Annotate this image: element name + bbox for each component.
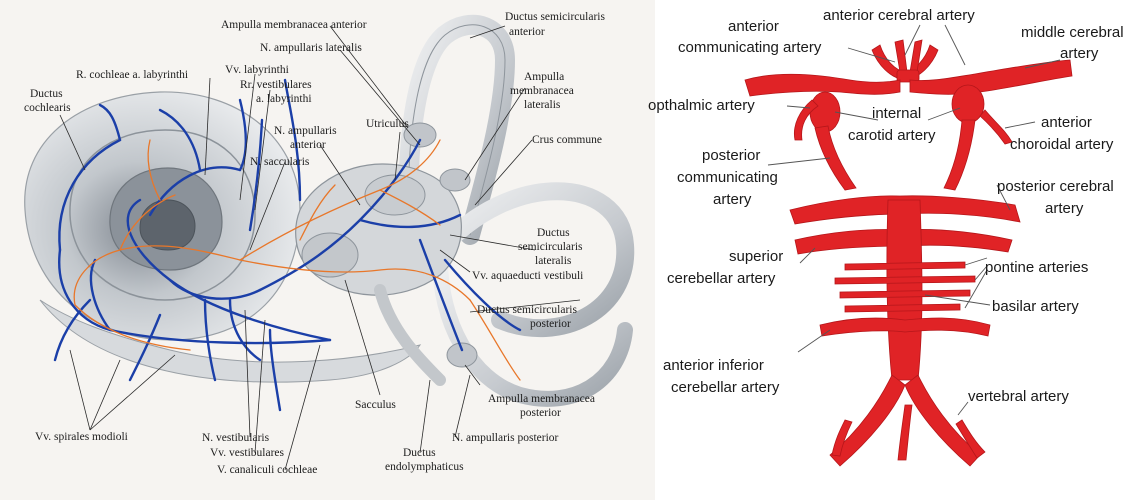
label-posterior-communicating-artery-3: artery bbox=[713, 191, 752, 208]
label-n-ampullaris-posterior: N. ampullaris posterior bbox=[452, 432, 559, 444]
label-ampulla-lateralis-3: lateralis bbox=[524, 99, 561, 111]
label-crus-commune: Crus commune bbox=[532, 134, 602, 146]
label-anterior-choroidal-artery: anterior bbox=[1041, 114, 1092, 131]
label-ductus-semic-lateralis: Ductus bbox=[537, 227, 570, 239]
posterior-ampulla bbox=[446, 342, 478, 368]
artery-network bbox=[73, 139, 521, 381]
artery-shapes bbox=[744, 39, 1073, 467]
label-ductus-semic-lateralis-3: lateralis bbox=[535, 255, 572, 267]
label-n-ampullaris-anterior: N. ampullaris bbox=[274, 125, 337, 137]
label-posterior-cerebral-artery: posterior cerebral bbox=[997, 178, 1114, 195]
label-ampulla-lateralis-2: membranacea bbox=[510, 85, 574, 97]
label-sacculus: Sacculus bbox=[355, 399, 396, 411]
label-anterior-cerebral-artery: anterior cerebral artery bbox=[823, 7, 975, 24]
label-anterior-inferior-cerebellar-artery: anterior inferior bbox=[663, 357, 764, 374]
label-ductus-endolymph-2: endolymphaticus bbox=[385, 461, 464, 473]
label-posterior-communicating-artery: posterior bbox=[702, 147, 760, 164]
label-pontine-arteries: pontine arteries bbox=[985, 259, 1088, 276]
label-r-cochleae: R. cochleae a. labyrinthi bbox=[76, 69, 188, 81]
label-ampulla-posterior: Ampulla membranacea bbox=[488, 393, 595, 405]
label-anterior-communicating-artery: anterior bbox=[728, 18, 779, 35]
inner-ear-illustration: Ampulla membranacea anterior Ductus semi… bbox=[0, 0, 655, 500]
label-ampulla-posterior-2: posterior bbox=[520, 407, 561, 419]
label-internal-carotid-artery: internal bbox=[872, 105, 921, 122]
label-ampulla-lateralis: Ampulla bbox=[524, 71, 564, 83]
label-internal-carotid-artery-2: carotid artery bbox=[848, 127, 936, 144]
label-superior-cerebellar-artery-2: cerebellar artery bbox=[667, 270, 776, 287]
label-ampulla-membranacea-anterior: Ampulla membranacea anterior bbox=[221, 19, 367, 31]
endolymphatic-duct bbox=[374, 284, 446, 386]
label-vv-aquaeducti: Vv. aquaeducti vestibuli bbox=[472, 270, 583, 282]
label-anterior-choroidal-artery-2: choroidal artery bbox=[1010, 136, 1114, 153]
label-n-saccularis: N. saccularis bbox=[250, 156, 310, 168]
label-posterior-communicating-artery-2: communicating bbox=[677, 169, 778, 186]
label-ductus-semic-posterior: Ductus semicircularis bbox=[477, 304, 577, 316]
label-ductus-semic-posterior-2: posterior bbox=[530, 318, 571, 330]
label-utriculus: Utriculus bbox=[366, 118, 409, 130]
label-ductus-semicircularis-anterior-2: anterior bbox=[509, 26, 545, 38]
label-middle-cerebral-artery-2: artery bbox=[1060, 45, 1099, 62]
label-vv-vestibulares: Vv. vestibulares bbox=[210, 447, 285, 459]
label-vertebral-artery: vertebral artery bbox=[968, 388, 1069, 405]
circle-of-willis-illustration: anterior communicating artery anterior c… bbox=[648, 0, 1148, 500]
label-ductus-semicircularis-anterior: Ductus semicircularis bbox=[505, 11, 605, 23]
label-ductus-cochlearis-2: cochlearis bbox=[24, 102, 71, 114]
left-leader-lines bbox=[59, 25, 581, 471]
label-anterior-inferior-cerebellar-artery-2: cerebellar artery bbox=[671, 379, 780, 396]
label-n-vestibularis: N. vestibularis bbox=[202, 432, 270, 444]
vein-network bbox=[53, 78, 522, 412]
anterior-ampulla bbox=[403, 122, 437, 148]
label-anterior-communicating-artery-2: communicating artery bbox=[678, 39, 822, 56]
label-vv-spirales: Vv. spirales modioli bbox=[35, 431, 128, 443]
lateral-semicircular-canal bbox=[431, 182, 635, 338]
cochlea-apex bbox=[139, 199, 196, 251]
lateral-ampulla bbox=[439, 168, 471, 192]
sacculus-body bbox=[301, 232, 359, 278]
cochlea-base-lamina bbox=[39, 299, 422, 383]
label-v-canaliculi: V. canaliculi cochleae bbox=[217, 464, 317, 476]
label-vv-labyrinthi: Vv. labyrinthi bbox=[225, 64, 289, 76]
label-ductus-semic-lateralis-2: semicircularis bbox=[518, 241, 583, 253]
label-basilar-artery: basilar artery bbox=[992, 298, 1079, 315]
label-superior-cerebellar-artery: superior bbox=[729, 248, 783, 265]
right-leader-lines bbox=[767, 24, 1061, 416]
label-opthalmic-artery: opthalmic artery bbox=[648, 97, 755, 114]
label-n-ampullaris-lateralis: N. ampullaris lateralis bbox=[260, 42, 362, 54]
label-rr-vestibulares: Rr. vestibulares bbox=[240, 79, 312, 91]
label-middle-cerebral-artery: middle cerebral bbox=[1021, 24, 1124, 41]
label-posterior-cerebral-artery-2: artery bbox=[1045, 200, 1084, 217]
label-ductus-endolymph: Ductus bbox=[403, 447, 436, 459]
label-rr-vestibulares-2: a. labyrinthi bbox=[256, 93, 312, 105]
label-n-ampullaris-anterior-2: anterior bbox=[290, 139, 326, 151]
label-ductus-cochlearis: Ductus bbox=[30, 88, 63, 100]
